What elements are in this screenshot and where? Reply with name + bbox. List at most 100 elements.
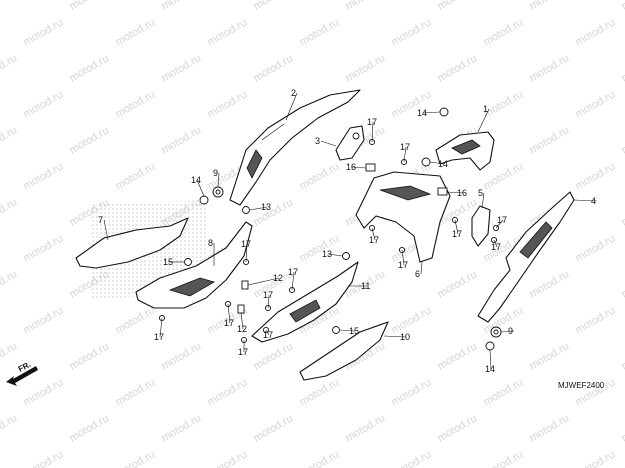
watermark-text: motod.ru bbox=[482, 16, 526, 48]
watermark-text: motod.ru bbox=[436, 0, 480, 13]
watermark-text: motod.ru bbox=[160, 52, 204, 84]
fr-direction-arrow: FR. bbox=[6, 360, 38, 386]
watermark-text: motod.ru bbox=[298, 232, 342, 264]
callout-number-17: 17 bbox=[224, 318, 234, 328]
callout-number-17: 17 bbox=[400, 142, 410, 152]
watermark-text: motod.ru bbox=[390, 376, 434, 408]
callout-number-9: 9 bbox=[213, 168, 218, 178]
watermark-text: motod.ru bbox=[482, 376, 526, 408]
leader-line bbox=[422, 111, 441, 114]
watermark-text: motod.ru bbox=[0, 0, 19, 13]
watermark-text: motod.ru bbox=[114, 376, 158, 408]
watermark-text: motod.ru bbox=[574, 16, 618, 48]
leader-line bbox=[240, 312, 244, 330]
watermark-text: motod.ru bbox=[620, 340, 625, 372]
part-7-inner-panel bbox=[75, 217, 189, 269]
callout-number-14: 14 bbox=[485, 364, 495, 374]
leader-line bbox=[454, 219, 459, 235]
leader-line bbox=[217, 172, 220, 188]
callout-number-16: 16 bbox=[346, 162, 356, 172]
watermark-text: motod.ru bbox=[344, 52, 388, 84]
watermark-text: motod.ru bbox=[482, 160, 526, 192]
leader-line bbox=[291, 271, 295, 291]
leader-line bbox=[351, 166, 367, 169]
watermark-text: motod.ru bbox=[0, 196, 19, 228]
callout-number-16: 16 bbox=[457, 188, 467, 198]
watermark-text: motod.ru bbox=[620, 268, 625, 300]
watermark-text: motod.ru bbox=[344, 0, 388, 13]
watermark-text: motod.ru bbox=[22, 88, 66, 120]
watermark-text: motod.ru bbox=[620, 124, 625, 156]
watermark-text: motod.ru bbox=[436, 52, 480, 84]
watermark-text: motod.ru bbox=[68, 340, 112, 372]
leader-line bbox=[320, 140, 337, 147]
watermark-text: motod.ru bbox=[528, 340, 572, 372]
watermark-text: motod.ru bbox=[0, 412, 19, 444]
watermark-text: motod.ru bbox=[528, 412, 572, 444]
watermark-text: motod.ru bbox=[160, 412, 204, 444]
callout-number-17: 17 bbox=[497, 215, 507, 225]
watermark-text: motod.ru bbox=[620, 196, 625, 228]
watermark-text: motod.ru bbox=[574, 232, 618, 264]
callout-number-17: 17 bbox=[288, 267, 298, 277]
leader-line bbox=[267, 294, 270, 309]
diagram-code: MJWEF2400 bbox=[558, 381, 605, 390]
leader-line bbox=[245, 243, 248, 263]
watermark-text: motod.ru bbox=[206, 16, 250, 48]
part-10-under-cover bbox=[299, 321, 389, 381]
watermark-text: motod.ru bbox=[22, 448, 66, 468]
leader-line bbox=[573, 199, 598, 202]
leader-line bbox=[327, 253, 343, 257]
callout-number-17: 17 bbox=[238, 347, 248, 357]
callout-number-15: 15 bbox=[163, 257, 173, 267]
watermark-text: motod.ru bbox=[528, 0, 572, 13]
watermark-text: motod.ru bbox=[22, 160, 66, 192]
callout-number-17: 17 bbox=[263, 290, 273, 300]
callout-number-13: 13 bbox=[322, 249, 332, 259]
leader-line bbox=[401, 249, 405, 266]
leader-line bbox=[249, 206, 268, 211]
leader-line bbox=[103, 219, 109, 241]
watermark-text: motod.ru bbox=[620, 0, 625, 13]
watermark-text: motod.ru bbox=[436, 340, 480, 372]
watermark-text: motod.ru bbox=[298, 376, 342, 408]
leader-line bbox=[403, 146, 407, 163]
watermark-text: motod.ru bbox=[298, 448, 342, 468]
leader-line bbox=[477, 108, 490, 133]
callout-number-8: 8 bbox=[208, 238, 213, 248]
leader-line bbox=[420, 261, 423, 275]
watermark-text: motod.ru bbox=[252, 340, 296, 372]
leader-lines bbox=[103, 92, 598, 370]
watermark-text: motod.ru bbox=[528, 52, 572, 84]
leader-line bbox=[285, 92, 298, 121]
callout-number-7: 7 bbox=[98, 215, 103, 225]
callout-number-17: 17 bbox=[263, 330, 273, 340]
leader-line bbox=[159, 317, 163, 338]
watermark-text: motod.ru bbox=[436, 268, 480, 300]
callout-number-10: 10 bbox=[400, 332, 410, 342]
watermark-text: motod.ru bbox=[22, 304, 66, 336]
callout-number-12: 12 bbox=[237, 324, 247, 334]
part-11-lower-cowl bbox=[251, 261, 359, 343]
watermark-text: motod.ru bbox=[0, 268, 19, 300]
watermark-text: motod.ru bbox=[298, 160, 342, 192]
watermark-text: motod.ru bbox=[574, 304, 618, 336]
watermark-text: motod.ru bbox=[114, 160, 158, 192]
callout-number-17: 17 bbox=[367, 117, 377, 127]
part-3-bracket bbox=[335, 125, 365, 161]
watermark-text: motod.ru bbox=[0, 340, 19, 372]
watermark-text: motod.ru bbox=[390, 16, 434, 48]
watermark-text: motod.ru bbox=[252, 52, 296, 84]
callout-labels: 1234567899101112121313141414141515161617… bbox=[98, 88, 596, 374]
watermark-text: motod.ru bbox=[574, 88, 618, 120]
callout-number-17: 17 bbox=[369, 235, 379, 245]
callout-number-13: 13 bbox=[261, 202, 271, 212]
watermark-text: motod.ru bbox=[206, 376, 250, 408]
leader-line bbox=[500, 330, 515, 333]
watermark-text: motod.ru bbox=[68, 0, 112, 13]
watermark-text: motod.ru bbox=[390, 448, 434, 468]
watermark-text: motod.ru bbox=[0, 52, 19, 84]
watermark-text: motod.ru bbox=[114, 448, 158, 468]
leader-line bbox=[227, 303, 231, 324]
callout-number-3: 3 bbox=[315, 136, 320, 146]
